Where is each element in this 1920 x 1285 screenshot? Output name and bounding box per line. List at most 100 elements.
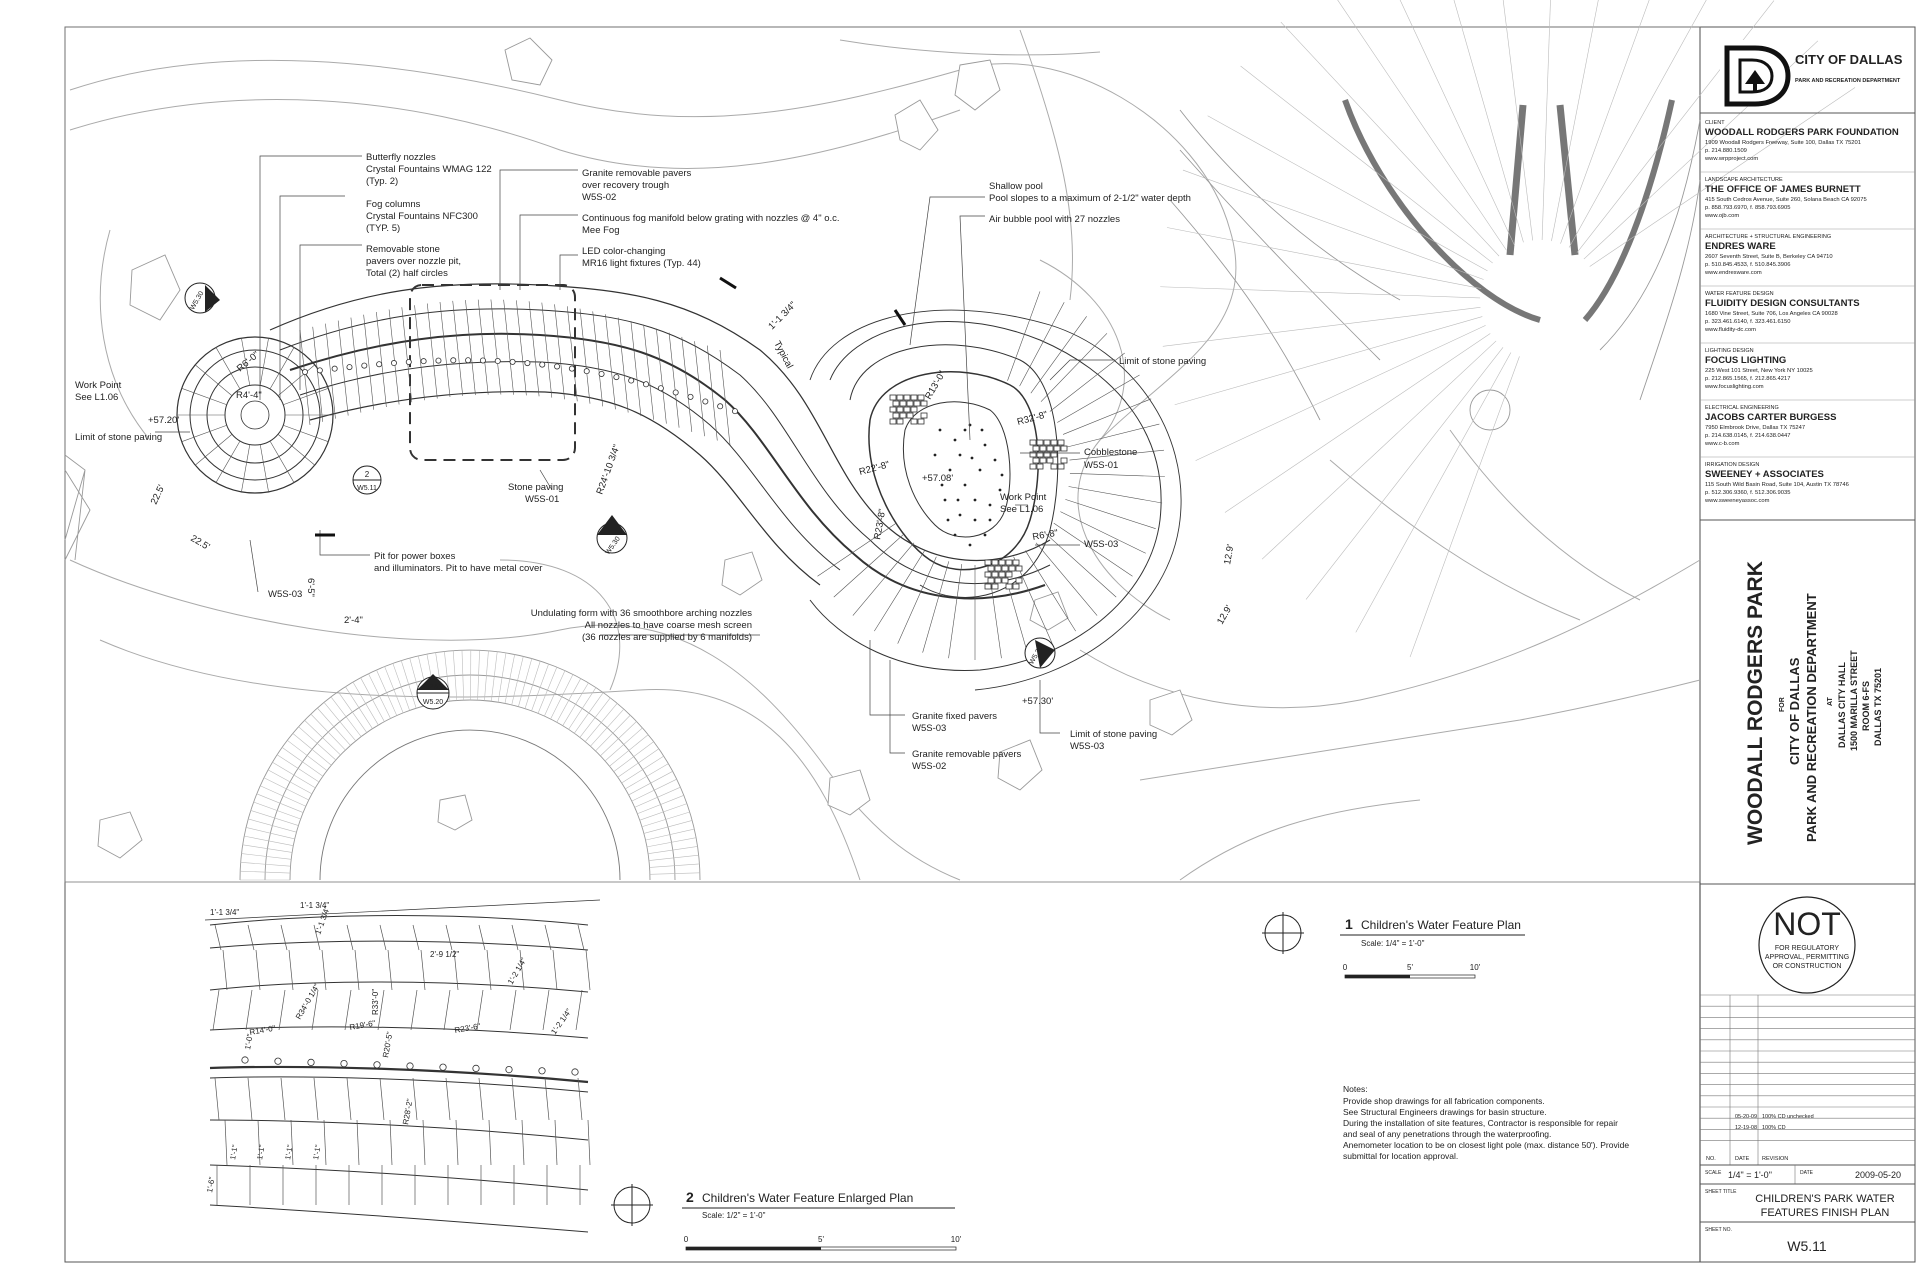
cobblestone [911, 407, 917, 412]
nozzle [643, 382, 648, 387]
cobblestone [995, 566, 1001, 571]
enlarged-nozzle [275, 1058, 281, 1064]
svg-text:W5S-03: W5S-03 [1070, 741, 1104, 752]
sheet-border [65, 27, 1915, 1262]
cobblestone [1006, 572, 1012, 577]
svg-text:R34'-0 1/4": R34'-0 1/4" [294, 982, 322, 1021]
fan-joint [1050, 353, 1125, 411]
bubble-nozzle [969, 544, 972, 547]
consultant-web: www.endresware.com [1704, 270, 1762, 276]
svg-text:FOR: FOR [1779, 697, 1786, 712]
bubble-nozzle [981, 429, 984, 432]
cobblestone [921, 413, 927, 418]
nozzle [732, 409, 737, 414]
bubble-nozzle [974, 519, 977, 522]
paver-joint [529, 301, 539, 396]
amphitheater-step [635, 787, 681, 807]
canopy-rib [1163, 307, 1481, 346]
canopy-rib [1175, 317, 1483, 405]
svg-text:W5S-03: W5S-03 [1084, 539, 1118, 550]
plan1-scale-bar: 0 5' 10' [1343, 963, 1481, 978]
amphitheater-step [264, 778, 309, 800]
fan-joint [834, 534, 905, 598]
enlarged-joint [355, 950, 359, 990]
svg-text:+57.08': +57.08' [922, 473, 953, 484]
not-for-construction-stamp: NOT FOR REGULATORY APPROVAL, PERMITTING … [1759, 897, 1855, 993]
svg-text:R20'-5": R20'-5" [381, 1031, 394, 1058]
enlarged-joint [489, 1120, 491, 1165]
amphitheater-step [251, 810, 299, 825]
consultant-phone: p. 214.638.0145, f. 214.638.0447 [1705, 433, 1790, 439]
amphitheater-step [525, 661, 540, 709]
cobblestone [1013, 584, 1019, 589]
consultant-category: ARCHITECTURE + STRUCTURAL ENGINEERING [1705, 234, 1831, 240]
enlarged-plan [205, 900, 600, 1232]
svg-text:1/4" = 1'-0": 1/4" = 1'-0" [1728, 1170, 1772, 1180]
amphitheater-step [317, 708, 350, 745]
cobblestone [890, 419, 896, 424]
circle-joint [182, 388, 227, 404]
amphitheater-step [385, 666, 404, 712]
nozzle [658, 386, 663, 391]
svg-text:1'-1": 1'-1" [311, 1144, 323, 1161]
cobblestone [985, 560, 991, 565]
canopy-structure [1170, 100, 1700, 430]
nozzle [421, 359, 426, 364]
svg-text:NOT: NOT [1773, 906, 1841, 942]
svg-text:Air bubble pool with 27 nozzle: Air bubble pool with 27 nozzles [989, 214, 1120, 225]
bubble-nozzle [944, 499, 947, 502]
cobblestone [988, 578, 994, 583]
fan-joint [898, 557, 937, 644]
enlarged-nozzle [506, 1066, 512, 1072]
amphitheater-step [324, 702, 356, 741]
nozzle [362, 363, 367, 368]
svg-text:See L1.06: See L1.06 [1000, 504, 1043, 515]
svg-text:Anemometer location to be on c: Anemometer location to be on closest lig… [1343, 1140, 1629, 1150]
cobblestone [893, 413, 899, 418]
amphitheater-step [254, 802, 301, 819]
nozzle [302, 369, 307, 374]
svg-text:Pit for power boxes: Pit for power boxes [374, 551, 456, 562]
enlarged-joint [256, 950, 260, 990]
nozzle [480, 358, 485, 363]
enlarged-joint [576, 990, 582, 1030]
paver-joint [364, 315, 374, 410]
consultant-address: 415 South Cedros Avenue, Suite 260, Sola… [1705, 197, 1867, 203]
enlarged-joint [578, 925, 584, 950]
cobblestone [1058, 440, 1064, 445]
cobblestone [911, 395, 917, 400]
svg-text:SHEET TITLE: SHEET TITLE [1705, 1189, 1737, 1195]
enlarged-nozzle [341, 1060, 347, 1066]
left-sphere [65, 455, 90, 560]
consultant-category: ELECTRICAL ENGINEERING [1705, 405, 1779, 411]
enlarged-joint [512, 925, 518, 950]
bubble-nozzle [947, 519, 950, 522]
enlarged-joint [456, 1120, 458, 1165]
paver-joint [389, 310, 399, 405]
enlarged-joint [578, 1078, 582, 1120]
consultant-name: WOODALL RODGERS PARK FOUNDATION [1705, 127, 1899, 138]
enlarged-nozzle [242, 1057, 248, 1063]
consultant-phone: p. 214.880.1509 [1705, 148, 1747, 154]
amphitheater-step [260, 786, 306, 806]
nozzle [703, 399, 708, 404]
section-marker-4: W5.30 [1025, 638, 1055, 668]
consultant-address: 225 West 101 Street, New York NY 10025 [1705, 368, 1813, 374]
svg-text:R24'-10 3/4": R24'-10 3/4" [594, 443, 622, 496]
paver-joint [644, 325, 654, 420]
canopy-rib [1167, 227, 1481, 288]
cobblestone [985, 584, 991, 589]
amphitheater-step [605, 728, 643, 761]
enlarged-joint [347, 925, 353, 950]
amphitheater-step [299, 727, 336, 760]
bubble-nozzle [934, 454, 937, 457]
cobblestone [1054, 446, 1060, 451]
paver-joint [465, 300, 475, 395]
nozzle [554, 364, 559, 369]
cobblestone [999, 572, 1005, 577]
enlarged-joint [512, 1078, 516, 1120]
svg-text:Crystal Fountains WMAG 122: Crystal Fountains WMAG 122 [366, 164, 492, 175]
amphitheater-step [248, 819, 296, 832]
consultant-name: SWEENEY + ASSOCIATES [1705, 469, 1824, 480]
bubble-nozzle [957, 499, 960, 502]
